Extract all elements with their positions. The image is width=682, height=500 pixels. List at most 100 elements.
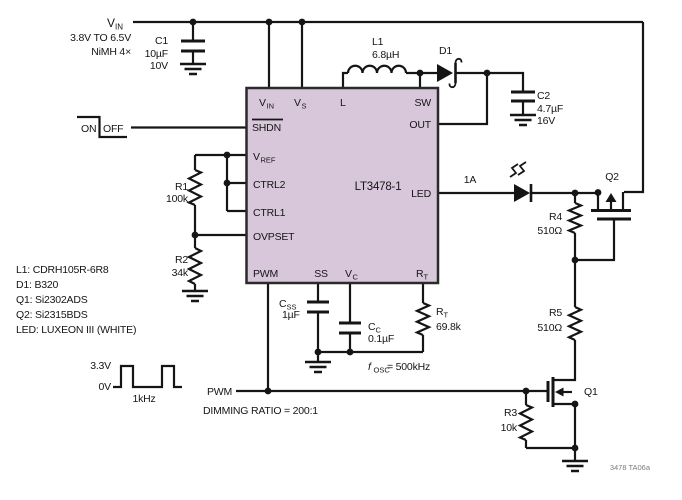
c2-ref: C2 bbox=[537, 90, 550, 102]
wire-output-node bbox=[456, 71, 525, 91]
rt-ref: R bbox=[436, 306, 444, 318]
doc-note: 3478 TA06a bbox=[610, 463, 651, 472]
l1-value: 6.8µH bbox=[372, 49, 399, 61]
junction-dot bbox=[571, 189, 579, 197]
pwm-waveform bbox=[113, 364, 182, 389]
pin-label-vref: V bbox=[253, 151, 260, 163]
pwm-input-label: PWM bbox=[207, 386, 232, 398]
pin-label-ovpset: OVPSET bbox=[253, 231, 295, 243]
capacitor-cc bbox=[339, 321, 361, 335]
pin-label-ctrl2: CTRL2 bbox=[253, 179, 286, 191]
wire-q1-drain bbox=[554, 340, 577, 382]
ground-c1 bbox=[180, 62, 206, 76]
resistor-r2 bbox=[186, 247, 204, 285]
resistor-r5 bbox=[566, 306, 584, 341]
junction-dot bbox=[571, 256, 579, 264]
vin-range: 3.8V TO 6.5V bbox=[70, 32, 131, 44]
capacitor-c1 bbox=[181, 39, 205, 53]
r3-ref: R3 bbox=[504, 407, 517, 419]
l1-coil bbox=[346, 64, 408, 74]
q2-body-arrow-head bbox=[605, 193, 617, 202]
bom-line-q2: Q2: Si2315BDS bbox=[16, 309, 88, 321]
ic-body bbox=[245, 86, 440, 285]
r5-ref: R5 bbox=[549, 307, 562, 319]
led-current-label: 1A bbox=[464, 174, 477, 186]
cc-plates bbox=[339, 321, 361, 335]
resistor-r3 bbox=[517, 403, 535, 442]
rt-value: 69.8k bbox=[436, 321, 462, 333]
diode-d1-schottky bbox=[437, 57, 463, 89]
wire-right-rail bbox=[624, 22, 645, 194]
vin-title: V bbox=[107, 16, 115, 30]
q1-ref: Q1 bbox=[584, 386, 598, 398]
fosc-value: = 500kHz bbox=[387, 361, 430, 373]
c2-value: 4.7µF bbox=[537, 103, 563, 115]
vin-title-sub: IN bbox=[115, 23, 123, 32]
d1-schottky-hooks bbox=[448, 57, 463, 89]
ground-r2 bbox=[182, 289, 208, 303]
junction-dot bbox=[223, 179, 231, 187]
wave-high-label: 3.3V bbox=[90, 360, 111, 372]
pin-label-vref-sub: REF bbox=[261, 156, 276, 165]
junction-dot bbox=[314, 348, 322, 356]
cc-value: 0.1µF bbox=[368, 333, 394, 345]
c1-ref: C1 bbox=[155, 35, 168, 47]
r2-value: 34k bbox=[172, 267, 189, 279]
pin-label-rt: R bbox=[416, 268, 424, 280]
inductor-l1 bbox=[346, 64, 408, 74]
ic-lt3478: LT3478-1 V IN V S L SW SHDN V REF CTRL2 … bbox=[245, 86, 440, 285]
fosc-sub: OSC bbox=[374, 366, 391, 375]
circuit-wiring bbox=[77, 20, 645, 461]
off-label: OFF bbox=[103, 123, 123, 135]
pin-label-vc: V bbox=[345, 268, 352, 280]
c2-plates bbox=[511, 90, 535, 103]
led-symbol bbox=[509, 161, 533, 202]
r2-ref: R2 bbox=[175, 254, 188, 266]
mosfet-q2-pchannel bbox=[575, 192, 631, 262]
l1-ref: L1 bbox=[372, 36, 384, 48]
c1-plates bbox=[181, 39, 205, 53]
r3-zigzag bbox=[517, 403, 535, 442]
bom-line-q1: Q1: Si2302ADS bbox=[16, 294, 88, 306]
wave-freq-label: 1kHz bbox=[132, 393, 155, 405]
pin-label-ctrl1: CTRL1 bbox=[253, 207, 286, 219]
pwm-square-wave bbox=[113, 364, 182, 389]
on-label: ON bbox=[81, 123, 96, 135]
d1-ref: D1 bbox=[439, 45, 452, 57]
dimming-ratio-label: DIMMING RATIO = 200:1 bbox=[203, 405, 318, 417]
ground-c2 bbox=[510, 113, 536, 127]
pin-label-ss: SS bbox=[314, 268, 328, 280]
vin-source: NiMH 4× bbox=[91, 46, 131, 58]
junction-dot bbox=[265, 18, 273, 26]
junction-dots bbox=[189, 18, 602, 452]
d1-anode-triangle bbox=[437, 64, 453, 82]
capacitor-css bbox=[307, 300, 329, 314]
mosfet-q1-nchannel bbox=[546, 377, 572, 407]
pin-label-shdn: SHDN bbox=[252, 122, 281, 134]
c2-rating: 16V bbox=[537, 115, 555, 127]
wire-q1-source bbox=[554, 402, 577, 448]
junction-dot bbox=[594, 189, 602, 196]
q1-body-arrow-head bbox=[555, 387, 564, 397]
ic-part-number: LT3478-1 bbox=[355, 181, 402, 193]
pin-label-vs-sub: S bbox=[302, 102, 307, 111]
rt-ref-sub: T bbox=[444, 311, 449, 320]
r5-value: 510Ω bbox=[537, 322, 562, 334]
junction-dot bbox=[264, 387, 272, 395]
junction-dot bbox=[571, 400, 579, 408]
r1-zigzag bbox=[186, 168, 204, 207]
css-ref: C bbox=[279, 298, 287, 310]
junction-dot bbox=[298, 18, 306, 26]
junction-dot bbox=[522, 387, 530, 395]
junction-dot bbox=[223, 151, 231, 159]
resistor-rt bbox=[414, 301, 432, 337]
pin-label-vin: V bbox=[259, 97, 266, 109]
junction-dot bbox=[571, 444, 579, 452]
junction-dot bbox=[346, 348, 354, 356]
r5-zigzag bbox=[566, 306, 584, 341]
pin-label-rt-sub: T bbox=[424, 273, 429, 282]
resistor-r1 bbox=[186, 168, 204, 207]
bom-line-l1: L1: CDRH105R-6R8 bbox=[16, 264, 109, 276]
pin-label-l: L bbox=[340, 97, 346, 109]
